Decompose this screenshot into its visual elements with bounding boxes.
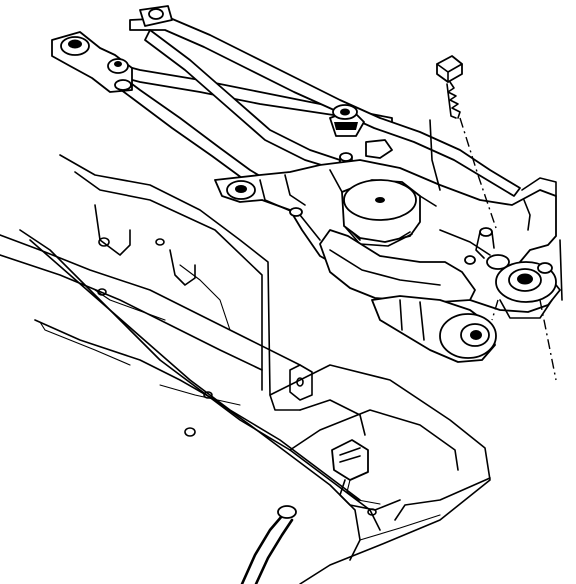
gear-case bbox=[319, 229, 491, 303]
alignment-lines bbox=[459, 117, 557, 381]
mounting-bolt bbox=[436, 55, 463, 119]
wiper-motor-body bbox=[371, 295, 497, 363]
cowl-panel bbox=[0, 154, 491, 584]
drive-link-crank bbox=[329, 104, 393, 169]
harness-connector bbox=[331, 439, 401, 511]
wiper-transmission-arms bbox=[59, 17, 521, 197]
left-wiper-pivot bbox=[51, 5, 173, 93]
gearbox-cover bbox=[329, 169, 437, 247]
cowl-holes bbox=[97, 237, 377, 516]
right-body-edge bbox=[429, 119, 563, 301]
washer-hose bbox=[240, 505, 297, 584]
right-wiper-pivot bbox=[475, 227, 557, 319]
